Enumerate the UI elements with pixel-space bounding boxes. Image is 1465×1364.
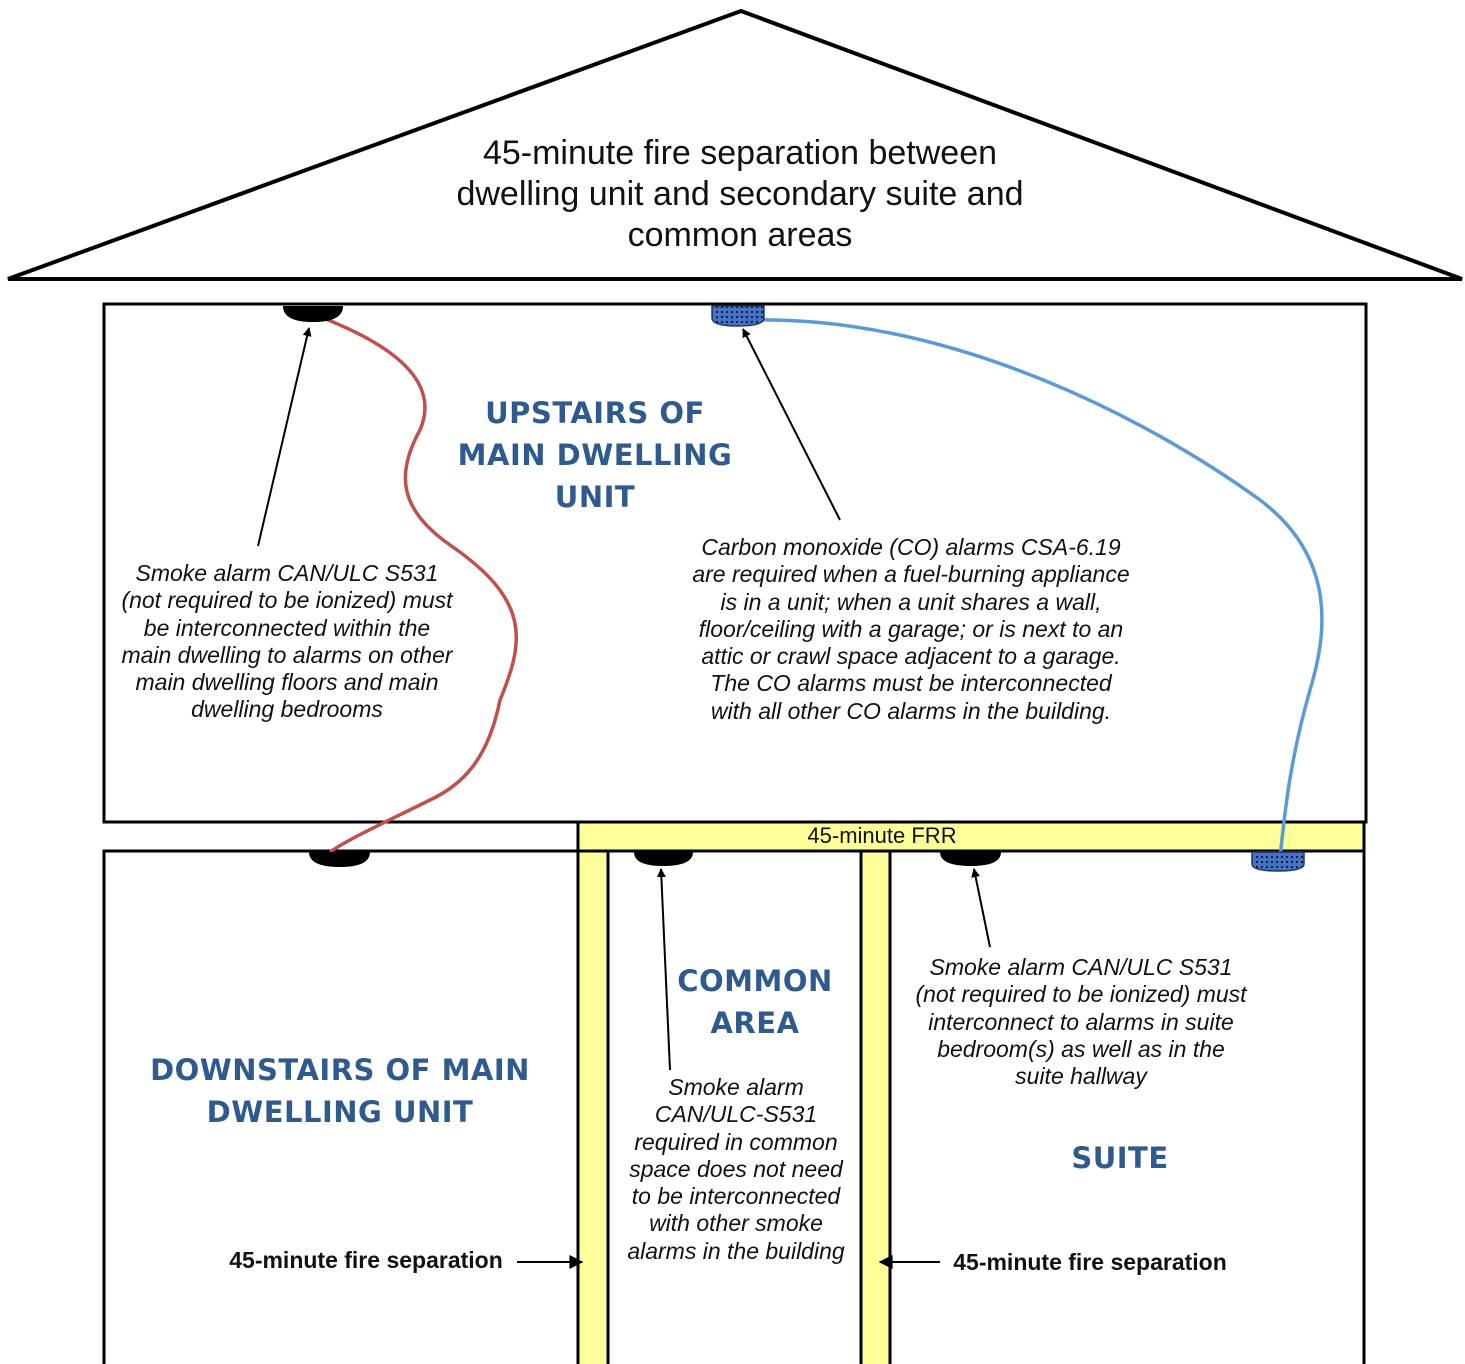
upstairs-room-label: UPSTAIRS OF MAIN DWELLING UNIT bbox=[457, 396, 733, 514]
roof bbox=[7, 8, 1463, 281]
fire-separation-wall-left bbox=[576, 849, 610, 1364]
frr-label: 45-minute FRR bbox=[807, 823, 957, 848]
suite-smoke-pointer bbox=[971, 868, 991, 948]
downstairs-room bbox=[102, 849, 578, 1364]
frr-floor-band bbox=[576, 820, 1366, 853]
fire-separation-left-label: 45-minute fire separation bbox=[229, 1247, 503, 1273]
roof-label: 45-minute fire separation between dwelli… bbox=[456, 134, 1024, 254]
fire-separation-right-label: 45-minute fire separation bbox=[953, 1249, 1227, 1275]
co-alarm-pointer bbox=[742, 328, 841, 521]
co-alarm-icon bbox=[1251, 851, 1305, 872]
downstairs-room-label: DOWNSTAIRS OF MAIN DWELLING UNIT bbox=[150, 1053, 530, 1129]
smoke-alarm-icon bbox=[283, 306, 343, 322]
smoke-interconnect-wire bbox=[317, 314, 518, 854]
upstairs-smoke-pointer bbox=[257, 327, 312, 547]
common-smoke-note: Smoke alarm CAN/ULC-S531 required in com… bbox=[627, 1074, 845, 1264]
co-alarm-icon bbox=[711, 305, 765, 327]
upstairs-room bbox=[102, 302, 1368, 824]
smoke-alarm-icon bbox=[940, 852, 1001, 866]
fire-separation-wall-right bbox=[859, 849, 892, 1364]
smoke-alarm-icon bbox=[634, 852, 693, 866]
upstairs-smoke-note: Smoke alarm CAN/ULC S531 (not required t… bbox=[121, 560, 453, 723]
suite-label: SUITE bbox=[1071, 1141, 1169, 1175]
common-area-label: COMMON AREA bbox=[677, 964, 833, 1040]
co-interconnect-wire bbox=[749, 318, 1324, 859]
common-smoke-pointer bbox=[656, 868, 671, 1071]
suite-smoke-note: Smoke alarm CAN/ULC S531 (not required t… bbox=[915, 954, 1247, 1090]
smoke-alarm-icon bbox=[309, 852, 370, 867]
co-alarm-note: Carbon monoxide (CO) alarms CSA-6.19 are… bbox=[692, 534, 1130, 724]
